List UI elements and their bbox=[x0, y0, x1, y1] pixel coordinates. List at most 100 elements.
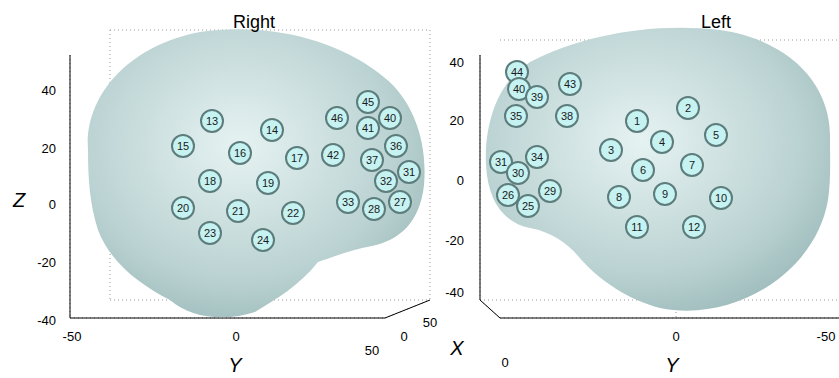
electrode-number: 3 bbox=[608, 145, 614, 156]
electrode-circle: 19 bbox=[256, 171, 280, 195]
electrode-circle: 29 bbox=[538, 179, 562, 203]
electrode-circle: 10 bbox=[709, 186, 733, 210]
electrode-number: 7 bbox=[689, 160, 695, 171]
electrode-number: 36 bbox=[390, 141, 402, 152]
tick-label: 0 bbox=[49, 198, 56, 211]
tick-label: 0 bbox=[232, 330, 239, 343]
electrode-number: 24 bbox=[257, 235, 269, 246]
label-text: X bbox=[450, 337, 463, 359]
panel-title: Left bbox=[701, 13, 731, 31]
electrode-number: 4 bbox=[659, 137, 665, 148]
label-text: Right bbox=[233, 12, 275, 32]
label-text: 0 bbox=[400, 329, 407, 344]
electrode-circle: 9 bbox=[653, 182, 677, 206]
electrode-circle: 31 bbox=[397, 160, 421, 184]
electrode-number: 18 bbox=[204, 176, 216, 187]
electrode-circle: 46 bbox=[325, 106, 349, 130]
label-text: -20 bbox=[37, 255, 56, 270]
electrode-circle: 8 bbox=[607, 185, 631, 209]
electrode-number: 23 bbox=[204, 228, 216, 239]
electrode-circle: 5 bbox=[704, 123, 728, 147]
electrode-number: 19 bbox=[262, 178, 274, 189]
electrode-number: 43 bbox=[564, 79, 576, 90]
electrode-number: 39 bbox=[531, 92, 543, 103]
electrode-circle: 25 bbox=[516, 194, 540, 218]
axis-label: X bbox=[450, 338, 463, 358]
electrode-circle: 36 bbox=[384, 134, 408, 158]
axis-label: Z bbox=[13, 190, 25, 210]
electrode-number: 27 bbox=[394, 197, 406, 208]
label-text: -40 bbox=[37, 313, 56, 328]
electrode-circle: 28 bbox=[362, 197, 386, 221]
electrode-circle: 41 bbox=[356, 116, 380, 140]
electrode-number: 8 bbox=[616, 192, 622, 203]
electrode-circle: 38 bbox=[555, 104, 579, 128]
tick-label: 0 bbox=[672, 330, 679, 343]
tick-label: -50 bbox=[817, 330, 836, 343]
electrode-circle: 22 bbox=[281, 201, 305, 225]
electrode-circle: 37 bbox=[360, 148, 384, 172]
electrode-number: 35 bbox=[510, 111, 522, 122]
electrode-circle: 17 bbox=[285, 146, 309, 170]
electrode-circle: 6 bbox=[631, 158, 655, 182]
label-text: 0 bbox=[457, 173, 464, 188]
electrode-number: 40 bbox=[384, 113, 396, 124]
electrode-number: 46 bbox=[331, 113, 343, 124]
electrode-number: 14 bbox=[266, 125, 278, 136]
tick-label: -20 bbox=[445, 234, 464, 247]
tick-label: 50 bbox=[365, 344, 379, 357]
electrode-number: 12 bbox=[688, 222, 700, 233]
label-text: 0 bbox=[232, 329, 239, 344]
electrode-number: 41 bbox=[362, 123, 374, 134]
electrode-circle: 32 bbox=[374, 169, 398, 193]
electrode-number: 26 bbox=[502, 190, 514, 201]
label-text: 50 bbox=[365, 343, 379, 358]
tick-label: 40 bbox=[42, 84, 56, 97]
electrode-number: 11 bbox=[631, 222, 642, 233]
electrode-number: 42 bbox=[327, 150, 339, 161]
electrode-circle: 20 bbox=[171, 196, 195, 220]
electrode-number: 33 bbox=[342, 197, 354, 208]
label-text: 0 bbox=[501, 355, 508, 370]
electrode-number: 21 bbox=[232, 206, 244, 217]
label-text: Left bbox=[701, 12, 731, 32]
electrode-circle: 21 bbox=[226, 199, 250, 223]
electrode-number: 29 bbox=[544, 186, 556, 197]
tick-label: 50 bbox=[423, 316, 437, 329]
electrode-circle: 34 bbox=[525, 145, 549, 169]
electrode-number: 30 bbox=[512, 168, 524, 179]
electrode-circle: 27 bbox=[388, 190, 412, 214]
electrode-number: 2 bbox=[685, 103, 691, 114]
electrode-number: 9 bbox=[662, 189, 668, 200]
tick-label: -20 bbox=[37, 256, 56, 269]
panel-title: Right bbox=[233, 13, 275, 31]
label-text: -50 bbox=[63, 329, 82, 344]
electrode-circle: 23 bbox=[198, 221, 222, 245]
electrode-number: 5 bbox=[713, 130, 719, 141]
electrode-circle: 4 bbox=[650, 130, 674, 154]
electrode-number: 32 bbox=[380, 176, 392, 187]
label-text: -50 bbox=[817, 329, 836, 344]
electrode-circle: 45 bbox=[356, 90, 380, 114]
electrode-number: 22 bbox=[287, 208, 299, 219]
tick-label: 0 bbox=[400, 330, 407, 343]
axis-label: Y bbox=[228, 355, 241, 375]
tick-label: -40 bbox=[37, 314, 56, 327]
tick-label: 0 bbox=[501, 356, 508, 369]
electrode-circle: 1 bbox=[625, 109, 649, 133]
electrode-number: 37 bbox=[366, 155, 378, 166]
electrode-number: 45 bbox=[362, 97, 374, 108]
electrode-number: 16 bbox=[234, 148, 246, 159]
electrode-number: 38 bbox=[561, 111, 573, 122]
electrode-circle: 3 bbox=[599, 138, 623, 162]
electrode-number: 13 bbox=[206, 116, 218, 127]
label-text: -20 bbox=[445, 233, 464, 248]
electrode-number: 15 bbox=[177, 141, 189, 152]
electrode-circle: 15 bbox=[171, 134, 195, 158]
axis-label: Y bbox=[665, 355, 678, 375]
electrode-number: 6 bbox=[640, 165, 646, 176]
tick-label: 20 bbox=[42, 142, 56, 155]
electrode-number: 25 bbox=[522, 201, 534, 212]
electrode-number: 1 bbox=[634, 116, 640, 127]
tick-label: 20 bbox=[450, 114, 464, 127]
